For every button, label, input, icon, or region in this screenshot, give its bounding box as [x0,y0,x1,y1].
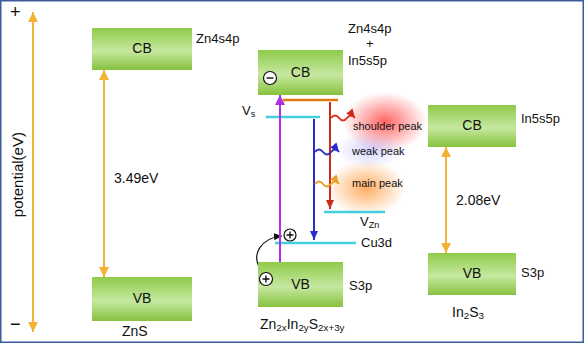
band-gap-value: 2.08eV [456,192,500,208]
conduction-band: CB [92,28,192,70]
plus-label: + [366,37,374,52]
orbital-label: Zn4s4p [348,22,391,37]
recombination-arrow [313,119,315,240]
conduction-band: CB [428,105,516,147]
band-gap-arrow [103,70,105,277]
plus-sign [287,232,294,239]
band-gap-arrow [445,147,447,253]
band-name: CB [462,118,481,133]
valence-band: VB [428,253,516,295]
cu3d-level [275,242,356,245]
defect-label: VZn [360,215,379,230]
orbital-label: S3p [349,279,372,294]
band-name: VB [133,291,152,306]
wavy-emission-arrow [315,182,339,187]
valence-band: VB [258,262,343,307]
material-label: ZnS [122,323,148,339]
defect-label: Cu3d [361,236,392,251]
orbital-label: In5s5p [521,112,560,127]
band-name: CB [291,65,310,80]
wavy-emission-arrow [315,150,339,155]
valence-band: VB [92,277,192,321]
material-label: In2S3 [452,304,484,320]
vzn-level [324,211,385,214]
defect-label: Vs [242,104,255,119]
hole-circle [284,229,296,241]
potential-axis [32,12,34,332]
band-gap-value: 3.49eV [114,170,158,186]
material-label: Zn2xIn2yS2x+3y [260,316,345,332]
peak-label: main peak [352,177,403,190]
peak-label: weak peak [352,145,405,158]
axis-sign: − [10,314,21,335]
recombination-arrow [329,102,331,209]
axis-sign: + [10,2,21,23]
band-name: CB [132,41,151,56]
vs-level [266,116,320,119]
orange-glow [326,160,406,216]
wavy-emission-arrow [331,116,355,121]
axis-title: potential(eV) [8,132,25,217]
conduction-band: CB [258,50,343,95]
orbital-label: In5s5p [348,54,387,69]
excitation-arrow [279,95,281,262]
shallow-level [283,99,338,102]
orbital-label: Zn4s4p [196,32,239,47]
band-name: VB [463,266,482,281]
band-name: VB [291,277,310,292]
peak-label: shoulder peak [353,120,422,133]
hole-symbol [284,229,296,241]
orbital-label: S3p [521,266,544,281]
